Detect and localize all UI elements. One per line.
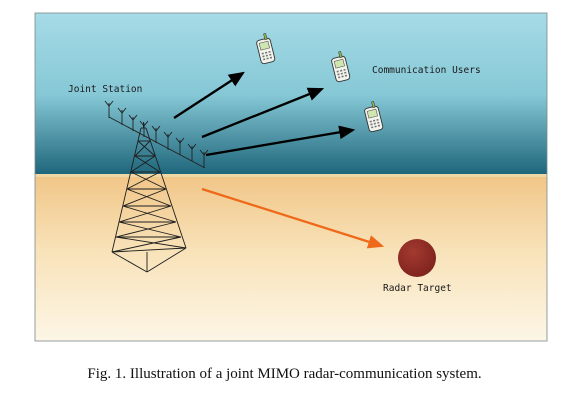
comm-link-1	[173, 71, 245, 119]
comm-link-2	[201, 87, 325, 139]
radar-link	[201, 187, 385, 249]
users-label: Communication Users	[372, 65, 481, 76]
ground-background	[35, 176, 547, 341]
horizon-line	[35, 174, 547, 177]
antenna-array-icon	[104, 100, 209, 169]
station-label: Joint Station	[68, 84, 142, 95]
tower-icon	[111, 122, 187, 273]
figure-caption: Fig. 1. Illustration of a joint MIMO rad…	[87, 366, 482, 382]
radar-target-icon	[398, 239, 436, 277]
figure-border	[34, 12, 548, 342]
target-label: Radar Target	[383, 283, 452, 294]
sky-background	[35, 13, 547, 176]
comm-link-3	[205, 125, 356, 157]
